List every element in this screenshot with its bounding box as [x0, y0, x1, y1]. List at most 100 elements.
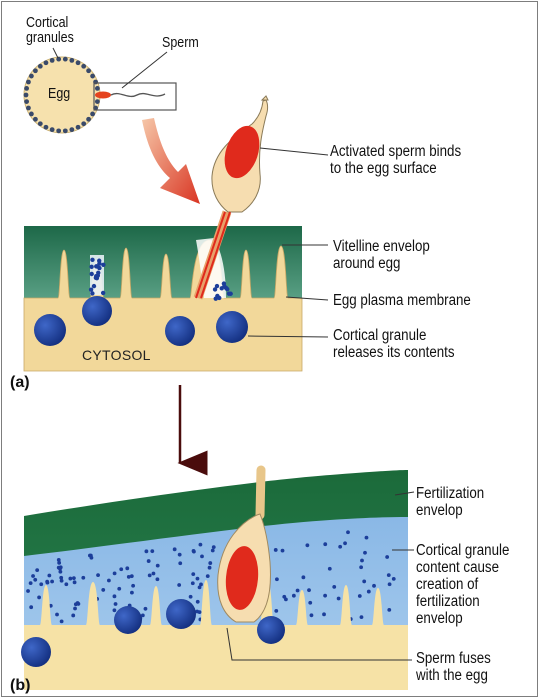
granule-dot [58, 570, 62, 574]
granule-dot [92, 284, 96, 288]
granule-dot [388, 582, 392, 586]
granule-dot [73, 580, 77, 584]
granule-dot [328, 567, 332, 571]
granule-dot [147, 559, 151, 563]
granule-dot [69, 127, 74, 132]
granule-dot [338, 545, 342, 549]
granule-dot [308, 601, 312, 605]
granule-dot [89, 287, 93, 291]
granule-dot [50, 127, 55, 132]
granule-dot [365, 536, 369, 540]
granule-dot [101, 263, 105, 267]
granule-dot [69, 58, 74, 63]
granule-dot [26, 589, 30, 593]
granule-dot [367, 590, 371, 594]
granule-dot [33, 68, 38, 73]
granule-dot [26, 80, 31, 85]
granule-dot [385, 555, 389, 559]
granule-dot [362, 580, 366, 584]
granule-dot [76, 601, 80, 605]
granule-dot [26, 106, 31, 111]
granule-dot [81, 64, 86, 69]
granule-dot [35, 568, 39, 572]
granule-dot [33, 117, 38, 122]
granule-dot [387, 608, 391, 612]
granule-dot [63, 128, 68, 133]
granule-dot [72, 576, 76, 580]
granule-dot [29, 112, 34, 117]
granule-dot [213, 287, 217, 291]
granule-dot [359, 565, 363, 569]
granule-dot [301, 575, 305, 579]
granule-dot [55, 613, 59, 617]
granule-dot [89, 265, 93, 269]
granule-dot [73, 607, 77, 611]
granule-dot [47, 574, 51, 578]
granule-dot [114, 602, 118, 606]
granule-dot [119, 567, 123, 571]
granule-dot [360, 559, 364, 563]
plasma-membrane-label: Egg plasma membrane [333, 292, 471, 309]
granule-dot [191, 581, 195, 585]
granule-dot [90, 74, 95, 79]
granule-dot [200, 554, 204, 558]
granule-dot [148, 573, 152, 577]
granule-dot [323, 594, 327, 598]
granule-dot [292, 594, 296, 598]
activated-sperm [212, 96, 268, 212]
curved-red-arrow [142, 118, 200, 204]
granule-dot [64, 582, 68, 586]
granule-dot [81, 121, 86, 126]
egg-label: Egg [48, 87, 70, 102]
granule-dot [60, 579, 64, 583]
granule-dot [192, 550, 196, 554]
granule-dot [296, 589, 300, 593]
granule-dot [332, 585, 336, 589]
sperm-label: Sperm [162, 36, 199, 51]
granule-dot [152, 572, 156, 576]
granule-dot [225, 287, 229, 291]
sperm-fuses-label: Sperm fuses with the egg [416, 650, 491, 684]
granule-dot [90, 291, 94, 295]
granule-dot [343, 541, 347, 545]
granule-dot [101, 291, 105, 295]
granule-dot [196, 600, 200, 604]
granule-dot [44, 60, 49, 65]
granule-dot [307, 588, 311, 592]
granule-dot [45, 580, 49, 584]
granule-dot [101, 588, 105, 592]
granule-dot [24, 99, 29, 104]
granule-dot [177, 583, 181, 587]
granule-dot [90, 258, 94, 262]
granule-dot [29, 605, 33, 609]
granule-dot [173, 547, 177, 551]
granule-dot [208, 566, 212, 570]
granule-dot [227, 291, 231, 295]
granule-dot [60, 619, 64, 623]
granule-dot [86, 68, 91, 73]
granule-dot [89, 554, 93, 558]
sperm-small [95, 92, 165, 99]
granule-dot [44, 125, 49, 130]
membrane-section-b [21, 470, 408, 690]
granule-dot [337, 597, 341, 601]
granule-dot [346, 530, 350, 534]
granule-dot [57, 561, 61, 565]
granule-dot [322, 612, 326, 616]
granule-dot [156, 577, 160, 581]
granule-dot [63, 57, 68, 62]
fertilization-envelop-label: Fertilization envelop [416, 485, 484, 519]
granule-dot [94, 276, 98, 280]
granule-dot [211, 549, 215, 553]
granule-dot [199, 543, 203, 547]
granule-dot [33, 578, 37, 582]
granule-dot [113, 608, 117, 612]
granule-dot [50, 580, 54, 584]
granule-dot [76, 60, 81, 65]
granule-dot [95, 86, 100, 91]
granule-dot [372, 584, 376, 588]
granule-dot [282, 595, 286, 599]
granule-dot [144, 549, 148, 553]
granule-dot [281, 549, 285, 553]
granule-dot [199, 583, 203, 587]
